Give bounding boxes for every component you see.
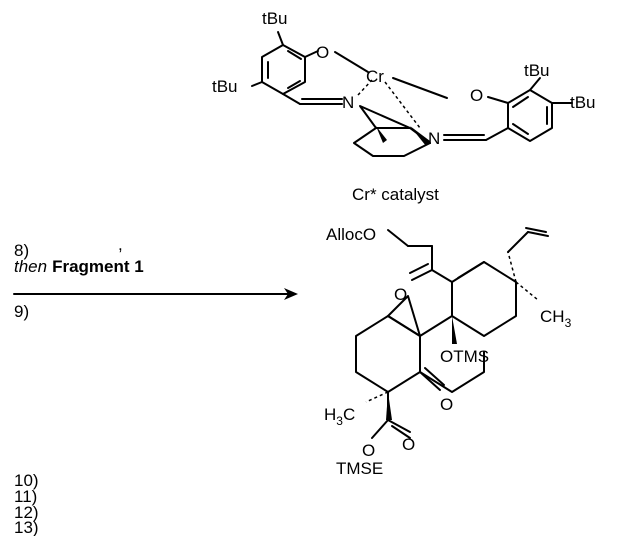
step-12-label: 12) xyxy=(14,503,39,522)
catalyst-n-left: N xyxy=(342,93,354,112)
step-11-label: 11) xyxy=(14,487,37,506)
catalyst-n-right: N xyxy=(428,129,440,148)
catalyst-o-right: O xyxy=(470,86,483,105)
step-9-label: 9) xyxy=(14,302,29,321)
catalyst-metal: Cr xyxy=(366,67,384,86)
reaction-arrow-head xyxy=(284,288,298,300)
product-ester-o-link: O xyxy=(362,441,375,460)
reaction-steps: 8) , then Fragment 1 9) 10) 11) 12) 13) xyxy=(13,235,298,536)
fragment-name: Fragment 1 xyxy=(52,257,144,276)
step-8-label: 8) xyxy=(14,241,29,260)
catalyst-tbu-top: tBu xyxy=(262,9,288,28)
h3c-subscript: 3 xyxy=(336,414,343,428)
then-word: then xyxy=(14,257,47,276)
step-13-label: 13) xyxy=(14,518,39,536)
methyl-subscript: 3 xyxy=(565,316,572,330)
product-alloc: AllocO xyxy=(326,225,376,244)
product-h3c: H3C xyxy=(324,405,355,428)
catalyst-structure: tBu tBu O Cr N O tBu tBu N Cr* catalyst xyxy=(212,9,596,204)
product-structure: AllocO O CH3 OTMS O H3C O O TMSE xyxy=(324,225,572,478)
h3c-h: H xyxy=(324,405,336,424)
catalyst-tbu-right-top: tBu xyxy=(524,61,550,80)
product-ester-o: O xyxy=(402,435,415,454)
catalyst-tbu-left: tBu xyxy=(212,77,238,96)
methyl-text: CH xyxy=(540,307,565,326)
product-methyl: CH3 xyxy=(540,307,572,330)
step-8-then-line: then Fragment 1 xyxy=(14,257,144,276)
product-ketone-o: O xyxy=(394,285,407,304)
product-otms: OTMS xyxy=(440,347,489,366)
product-tmse: TMSE xyxy=(336,459,383,478)
catalyst-caption: Cr* catalyst xyxy=(352,185,439,204)
catalyst-o-left: O xyxy=(316,43,329,62)
step-8-comma: , xyxy=(118,235,123,254)
step-10-label: 10) xyxy=(14,471,39,490)
h3c-c: C xyxy=(343,405,355,424)
catalyst-tbu-right: tBu xyxy=(570,93,596,112)
product-ring-ketone-o: O xyxy=(440,395,453,414)
